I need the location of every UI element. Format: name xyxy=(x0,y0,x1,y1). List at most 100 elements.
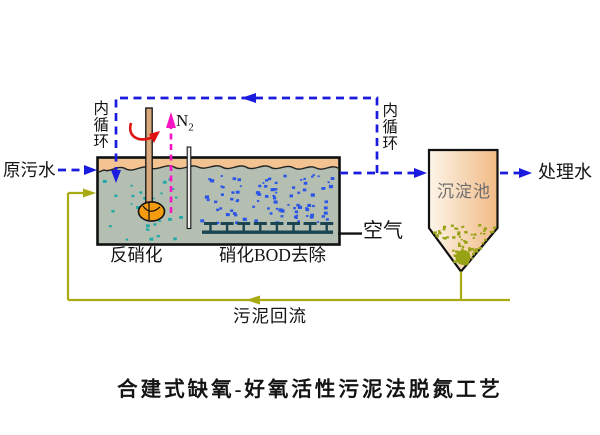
speckle xyxy=(235,221,239,225)
speckle xyxy=(457,233,461,236)
settling-tank-label: 沉淀池 xyxy=(437,182,491,201)
speckle xyxy=(438,231,442,235)
speckle xyxy=(273,196,277,200)
speckle xyxy=(237,178,241,182)
diffuser-riser xyxy=(325,224,328,231)
speckle xyxy=(452,236,456,239)
speckle xyxy=(443,237,447,240)
speckle xyxy=(265,179,269,182)
speckle xyxy=(311,175,314,178)
speckle xyxy=(307,203,312,208)
speckle xyxy=(269,212,273,215)
speckle xyxy=(130,184,133,187)
diagram-title: 合建式缺氧-好氧活性污泥法脱氮工艺 xyxy=(117,379,503,401)
speckle xyxy=(160,192,163,195)
speckle xyxy=(464,241,468,244)
speckle xyxy=(453,254,457,258)
speckle xyxy=(204,195,210,199)
speckle xyxy=(483,227,487,230)
speckle xyxy=(452,249,455,252)
speckle xyxy=(130,203,133,205)
speckle xyxy=(225,213,230,217)
speckle xyxy=(158,220,161,223)
speckle xyxy=(312,174,315,177)
speckle xyxy=(461,226,464,229)
speckle xyxy=(327,181,330,184)
aerobic-zone-speckles xyxy=(200,174,335,225)
speckle xyxy=(478,224,482,227)
sludge-return-label: 污泥回流 xyxy=(233,306,307,326)
diffuser-riser xyxy=(259,224,262,231)
speckle xyxy=(200,219,205,223)
diffuser-riser xyxy=(237,222,251,225)
speckle xyxy=(216,208,220,212)
speckle xyxy=(461,245,465,248)
speckle xyxy=(473,250,476,253)
speckle xyxy=(453,260,457,264)
speckle xyxy=(323,187,326,189)
speckle xyxy=(435,234,439,238)
sludge-return-line xyxy=(66,191,510,302)
diffuser-riser xyxy=(242,224,245,231)
diffuser-riser xyxy=(209,224,212,231)
speckle xyxy=(139,191,143,194)
speckle xyxy=(221,186,225,189)
speckle xyxy=(179,215,183,219)
impeller-blades xyxy=(142,202,161,220)
speckle xyxy=(252,205,255,208)
effluent-arrow xyxy=(519,168,532,178)
speckle xyxy=(489,231,493,234)
speckle xyxy=(323,211,328,215)
speckle xyxy=(292,186,296,189)
speckle xyxy=(493,226,497,229)
speckle xyxy=(267,207,270,210)
rotation-arrow-head xyxy=(149,131,160,143)
speckle xyxy=(114,194,118,198)
speckle xyxy=(172,188,175,191)
diffuser-riser xyxy=(287,222,300,225)
speckle xyxy=(478,247,482,250)
speckle xyxy=(230,209,234,212)
speckle xyxy=(125,238,129,241)
speckle xyxy=(234,213,238,217)
speckle xyxy=(231,191,235,194)
sludge-blob xyxy=(455,250,471,265)
speckle xyxy=(468,247,471,250)
speckle xyxy=(325,218,329,221)
speckle xyxy=(491,230,495,233)
diffuser-riser xyxy=(270,222,284,225)
speckle xyxy=(242,217,247,221)
speckle xyxy=(461,248,464,251)
speckle xyxy=(321,215,325,218)
speckle xyxy=(275,191,278,194)
speckle xyxy=(232,177,237,181)
speckle xyxy=(232,212,237,215)
speckle xyxy=(264,194,269,198)
speckle xyxy=(136,205,140,209)
speckle xyxy=(220,193,224,196)
speckle xyxy=(146,228,150,231)
speckle xyxy=(168,217,172,221)
nitrification-bod-label: 硝化BOD去除 xyxy=(219,245,326,265)
speckle xyxy=(209,179,215,183)
n2-gas-arrow-head xyxy=(166,112,176,128)
speckle xyxy=(289,194,294,198)
to-settling-arrow xyxy=(414,168,427,178)
speckle xyxy=(293,215,298,219)
speckle xyxy=(468,248,472,252)
raw-water-label: 原污水 xyxy=(3,160,56,180)
speckle xyxy=(236,199,240,202)
speckle xyxy=(264,185,268,188)
diffuser-riser xyxy=(253,222,267,225)
speckle xyxy=(156,234,160,238)
speckle xyxy=(173,237,177,241)
speckle xyxy=(330,177,335,180)
n2-subscript: 2 xyxy=(188,121,194,134)
speckle xyxy=(471,257,474,260)
speckle xyxy=(230,197,234,201)
speckle xyxy=(149,237,154,241)
speckle xyxy=(458,242,461,245)
speckle xyxy=(471,252,475,256)
